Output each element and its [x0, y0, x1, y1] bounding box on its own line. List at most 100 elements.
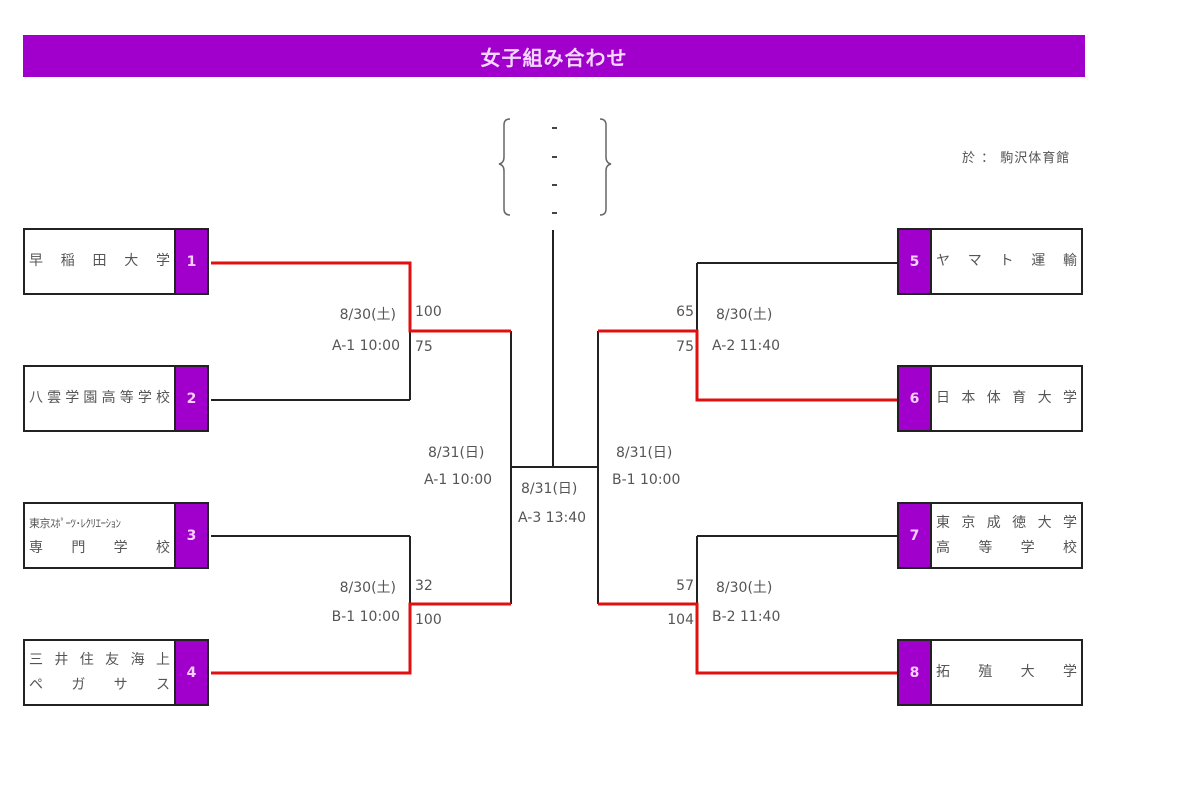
team-box-2: 八雲学園高等学校 2 — [23, 365, 209, 432]
team-name-char: 校 — [155, 539, 170, 556]
score: 100 — [415, 304, 442, 320]
seed-number: 2 — [174, 367, 207, 430]
team-name-char: ヤ — [936, 253, 950, 269]
match-date: 8/30(土) — [716, 307, 773, 323]
team-name-char: 大 — [1037, 390, 1052, 406]
venue-label: 於 ： 駒沢体育館 — [962, 151, 1071, 166]
seed-number: 6 — [899, 367, 932, 430]
match-code-time: B-2 11:40 — [712, 609, 781, 625]
team-name-char: 大 — [1020, 664, 1035, 680]
final-date: 8/31(日) — [521, 481, 578, 497]
team-name-char: 大 — [124, 253, 139, 269]
team-name-char: 学 — [113, 539, 128, 556]
score: 57 — [676, 578, 694, 594]
brace-icon — [498, 118, 612, 216]
team-name-line: ヤマト運輸 — [936, 249, 1077, 274]
seed-number: 3 — [174, 504, 207, 567]
team-name-char: 東 — [936, 514, 950, 531]
winner-path-team1 — [211, 261, 511, 333]
team-name-char: 門 — [71, 539, 86, 556]
team-box-7: 東京成徳大学高等学校 7 — [897, 502, 1083, 569]
team-name-char: 園 — [83, 390, 98, 406]
match-date: 8/31(日) — [616, 445, 673, 461]
team-name: 東京成徳大学高等学校 — [932, 504, 1081, 567]
team-name-char: 井 — [54, 651, 69, 668]
team-name-char: サ — [113, 676, 128, 693]
team-name-char: 専 — [29, 539, 43, 556]
team-name-line: 早稲田大学 — [29, 249, 170, 274]
title-bar: 女子組み合わせ — [23, 35, 1085, 77]
team-name-char: 田 — [92, 253, 107, 269]
team-name-char: 学 — [1062, 664, 1077, 680]
team-name: 拓殖大学 — [932, 641, 1081, 704]
team-name-char: 稲 — [60, 253, 75, 269]
team-name-char: マ — [967, 253, 982, 269]
team-name: 日本体育大学 — [932, 367, 1081, 430]
team-name: 八雲学園高等学校 — [25, 367, 174, 430]
score: 75 — [415, 339, 433, 355]
team-name-char: 輸 — [1063, 253, 1077, 269]
team-name-char: 等 — [978, 539, 993, 556]
match-date: 8/30(土) — [339, 307, 396, 323]
team-name-char: 学 — [65, 390, 80, 406]
team-name-char: 住 — [79, 651, 94, 668]
score: 100 — [415, 612, 442, 628]
score: 65 — [676, 304, 694, 320]
team-name-char: 上 — [155, 651, 170, 668]
team-name-char: 育 — [1012, 390, 1027, 406]
placeholder-dash — [552, 212, 557, 214]
team-name: 早稲田大学 — [25, 230, 174, 293]
team-name-char: ガ — [71, 676, 86, 693]
team-name-char: 校 — [155, 390, 170, 406]
team-name-char: 高 — [101, 390, 116, 406]
placeholder-dash — [552, 184, 557, 186]
team-name: ヤマト運輸 — [932, 230, 1081, 293]
team-name-char: 三 — [29, 651, 43, 668]
team-name-char: 体 — [986, 390, 1001, 406]
team-name-line: ペガサス — [29, 673, 170, 698]
team-name-char: 京 — [961, 514, 976, 531]
team-name-char: 高 — [936, 539, 950, 556]
team-name-char: 学 — [1062, 514, 1077, 531]
match-code-time: B-1 10:00 — [331, 609, 400, 625]
team-name-char: 学 — [1020, 539, 1035, 556]
team-name-line: 東京成徳大学 — [936, 511, 1077, 536]
team-name-line: 三井住友海上 — [29, 648, 170, 673]
champion-slot — [498, 117, 618, 217]
team-name-char: 学 — [1062, 390, 1077, 406]
winner-path-team8 — [598, 602, 897, 675]
score: 104 — [667, 612, 694, 628]
team-name-char: 成 — [986, 514, 1001, 531]
team-name-char: ト — [999, 253, 1014, 269]
page-title: 女子組み合わせ — [480, 45, 628, 70]
seed-number: 4 — [174, 641, 207, 704]
winner-path-team4 — [211, 602, 511, 675]
seed-number: 7 — [899, 504, 932, 567]
team-name-char: 殖 — [978, 664, 993, 680]
team-box-3: 東京ｽﾎﾟｰﾂ･ﾚｸﾘｴｰｼｮﾝ 専 門 学 校 3 — [23, 502, 209, 569]
final-code-time: A-3 13:40 — [518, 510, 587, 526]
match-code-time: A-1 10:00 — [331, 338, 400, 354]
team-name-char: 早 — [29, 253, 43, 269]
team-name-line: 高等学校 — [936, 536, 1077, 561]
team-name-line: 日本体育大学 — [936, 386, 1077, 411]
team-name-char: 日 — [936, 390, 950, 406]
team-name-char: 徳 — [1012, 514, 1027, 531]
seed-number: 8 — [899, 641, 932, 704]
match-code-time: A-1 10:00 — [424, 472, 493, 488]
match-date: 8/31(日) — [428, 445, 485, 461]
team-box-6: 日本体育大学 6 — [897, 365, 1083, 432]
team-name-line: 八雲学園高等学校 — [29, 386, 170, 411]
team-name-line: 専門学校 — [29, 536, 170, 561]
team-name-line: 東京ｽﾎﾟｰﾂ･ﾚｸﾘｴｰｼｮﾝ — [29, 511, 170, 536]
team-box-5: ヤマト運輸 5 — [897, 228, 1083, 295]
team-name-char: 雲 — [47, 390, 62, 406]
team-name-char: 八 — [29, 390, 43, 406]
seed-number: 1 — [174, 230, 207, 293]
match-code-time: A-2 11:40 — [712, 338, 781, 354]
team-name-char: 東京ｽﾎﾟｰﾂ･ﾚｸﾘｴｰｼｮﾝ — [29, 516, 121, 530]
match-date: 8/30(土) — [339, 580, 396, 596]
team-name-char: 海 — [130, 651, 145, 668]
team-name-char: 拓 — [936, 664, 950, 680]
